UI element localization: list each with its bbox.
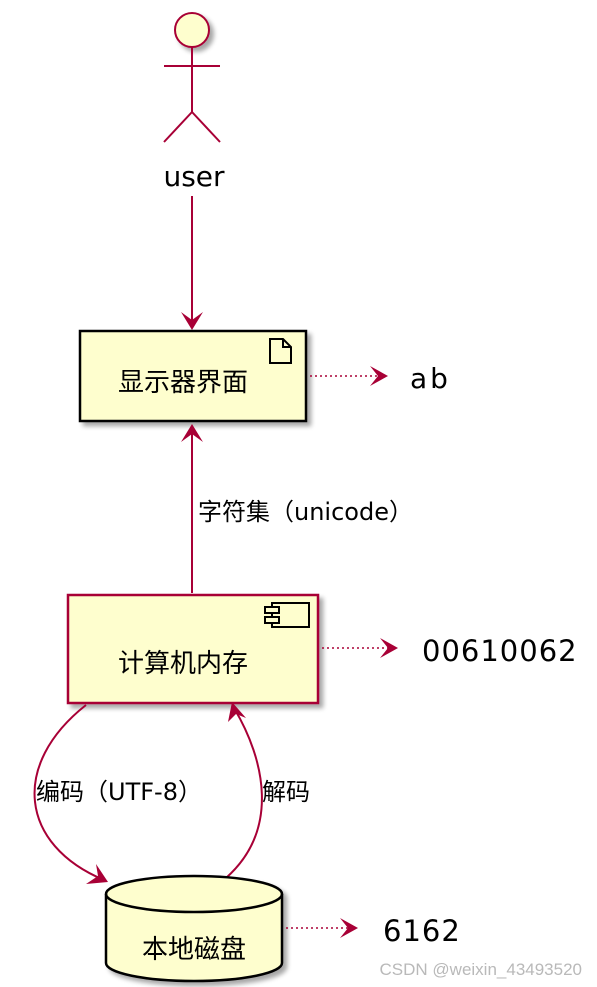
artifact-icon xyxy=(269,338,292,364)
display-label: 显示器界面 xyxy=(118,368,248,398)
arrow-disk-to-value xyxy=(286,918,358,938)
memory-value: 00610062 xyxy=(422,634,578,668)
encode-edge-label: 编码（UTF-8） xyxy=(36,778,202,806)
disk-value: 6162 xyxy=(383,914,461,948)
display-node xyxy=(78,329,308,423)
component-icon xyxy=(264,602,310,628)
arrow-encode xyxy=(33,704,108,884)
user-actor xyxy=(163,12,221,143)
arrow-decode xyxy=(225,702,263,879)
arrow-display-to-value xyxy=(310,366,388,386)
disk-node xyxy=(104,874,284,983)
arrow-memory-to-display xyxy=(181,424,203,593)
arrow-user-to-display xyxy=(181,196,203,330)
disk-label: 本地磁盘 xyxy=(142,935,246,965)
memory-node xyxy=(66,593,320,705)
decode-edge-label: 解码 xyxy=(262,778,310,806)
watermark: CSDN @weixin_43493520 xyxy=(380,960,582,979)
memory-label: 计算机内存 xyxy=(118,649,248,679)
arrow-memory-to-value xyxy=(322,638,398,658)
charset-edge-label: 字符集（unicode） xyxy=(198,498,413,526)
user-label: user xyxy=(163,160,225,193)
display-value: ab xyxy=(410,362,451,395)
